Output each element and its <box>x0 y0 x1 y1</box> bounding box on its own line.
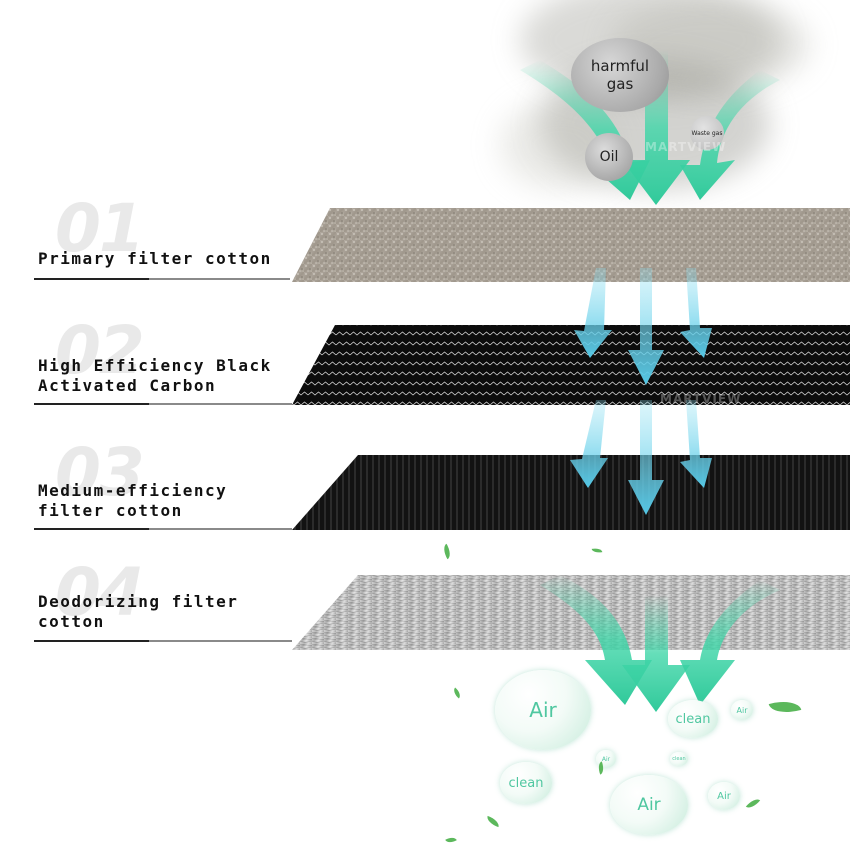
layer-1-underline <box>34 278 290 280</box>
layer-2-underline <box>34 403 292 405</box>
harmful-gas-label: harmful gas <box>590 57 650 93</box>
layer-1-label-line-1: Primary filter cotton <box>38 249 272 268</box>
air-bubble-bottom-label: Air <box>637 795 661 815</box>
clean-bubble-right: clean <box>668 700 718 738</box>
clean-bubble-tiny: clean <box>670 752 688 766</box>
layer-2-label: High Efficiency Black Activated Carbon <box>38 356 272 396</box>
air-bubble-small-bottom: Air <box>708 782 740 810</box>
layer-2-label-line-1: High Efficiency Black <box>38 356 272 375</box>
layer-4-label: Deodorizing filter cotton <box>38 592 238 632</box>
layer-2-sheet <box>292 325 850 405</box>
outgoing-arrows <box>540 575 780 712</box>
waste-gas-label: Waste gas <box>691 129 723 137</box>
layer-3-label-line-1: Medium-efficiency <box>38 481 228 500</box>
clean-bubble-left: clean <box>500 762 552 804</box>
layer-4-label-line-1: Deodorizing filter <box>38 592 239 611</box>
clean-bubble-right-label: clean <box>675 711 711 727</box>
layer-1-sheet <box>292 208 850 282</box>
air-bubble-large: Air <box>495 670 591 750</box>
layer-2-number: 02 <box>55 312 145 389</box>
layer-4-label-line-2: cotton <box>38 612 105 631</box>
layer-3-underline <box>34 528 292 530</box>
layer-1-number: 01 <box>55 190 145 267</box>
incoming-arrow-center <box>622 50 690 205</box>
oil-bubble: Oil <box>585 133 633 181</box>
air-bubble-bottom: Air <box>610 775 688 835</box>
oil-label: Oil <box>599 149 619 165</box>
layer-3-number: 03 <box>55 434 145 511</box>
layer-2-label-line-2: Activated Carbon <box>38 376 217 395</box>
layer-3-label-line-2: filter cotton <box>38 501 183 520</box>
air-bubble-small-right: Air <box>731 700 753 720</box>
air-bubble-small-right-label: Air <box>736 705 748 715</box>
watermark-1: MARTVIEW <box>645 140 727 154</box>
watermark-2: MARTVIEW <box>660 392 742 406</box>
air-bubble-large-label: Air <box>529 698 557 722</box>
waste-gas-bubble: Waste gas <box>690 116 724 150</box>
layer-3-sheet <box>292 455 850 530</box>
layer-3-label: Medium-efficiency filter cotton <box>38 481 227 521</box>
layer-1-label: Primary filter cotton <box>38 249 272 269</box>
air-bubble-small-bottom-label: Air <box>717 790 731 802</box>
layer-4-underline <box>34 640 292 642</box>
clean-bubble-left-label: clean <box>508 775 544 791</box>
clean-bubble-tiny-label: clean <box>672 756 686 762</box>
flow-arrows-2 <box>570 400 712 515</box>
incoming-arrow-right <box>680 70 780 200</box>
air-bubble-tiny-1-label: Air <box>601 755 611 763</box>
harmful-gas-bubble: harmful gas <box>571 38 669 112</box>
flow-arrows-1 <box>574 268 712 385</box>
layer-4-number: 04 <box>55 554 145 631</box>
